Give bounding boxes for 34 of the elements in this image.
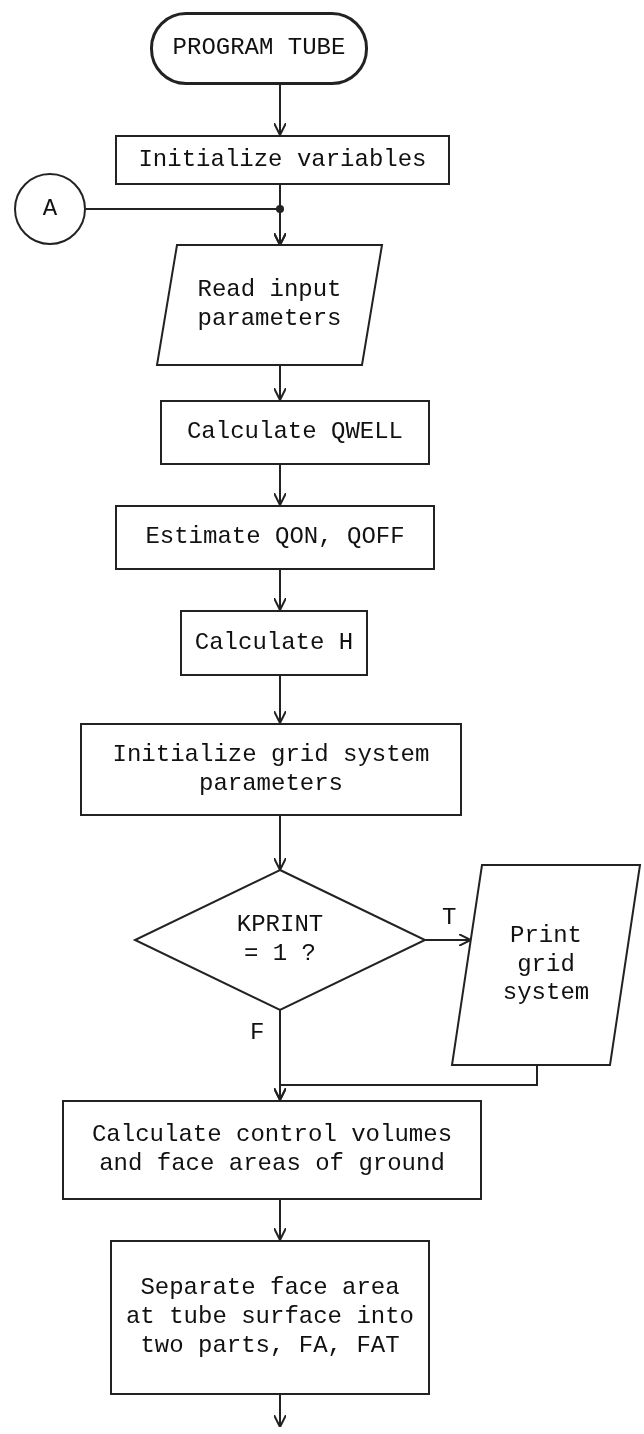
- node-text: Read input parameters: [196, 276, 343, 334]
- node-text: Print grid system: [501, 921, 591, 1009]
- terminal-shape: [150, 12, 368, 85]
- arrow: [273, 1394, 287, 1428]
- process-box: [110, 1240, 430, 1395]
- process-box: [180, 610, 368, 676]
- process-box: [80, 723, 462, 816]
- node-text: PROGRAM TUBE: [171, 34, 347, 63]
- arrow: [273, 464, 287, 506]
- process-box: [62, 1100, 482, 1200]
- node-text: Calculate H: [193, 628, 355, 658]
- arrow: [85, 208, 287, 246]
- arrow: [273, 364, 287, 401]
- input-output-parallelogram: [157, 245, 382, 365]
- connector-circle: [14, 173, 86, 245]
- arrow: [273, 815, 287, 871]
- node-text: Initialize grid system parameters: [111, 740, 431, 799]
- node-text: KPRINT = 1 ?: [235, 911, 325, 969]
- node-text: Separate face area at tube surface into two parts, FA, FAT: [124, 1274, 415, 1361]
- process-box: [115, 135, 450, 185]
- arrow: [273, 675, 287, 724]
- decision-diamond: [135, 870, 425, 1010]
- arrow: [273, 1064, 538, 1101]
- node-text: Estimate QON, QOFF: [144, 523, 406, 552]
- process-box: [160, 400, 430, 465]
- node-text: Initialize variables: [137, 145, 428, 175]
- node-text: Calculate control volumes and face areas of ground: [90, 1121, 454, 1179]
- process-box: [115, 505, 435, 570]
- arrow: [273, 1199, 287, 1241]
- arrow: [273, 569, 287, 611]
- node-text: Calculate QWELL: [185, 418, 404, 447]
- node-text: A: [41, 194, 59, 224]
- arrow: [424, 933, 472, 947]
- arrow: [273, 84, 287, 136]
